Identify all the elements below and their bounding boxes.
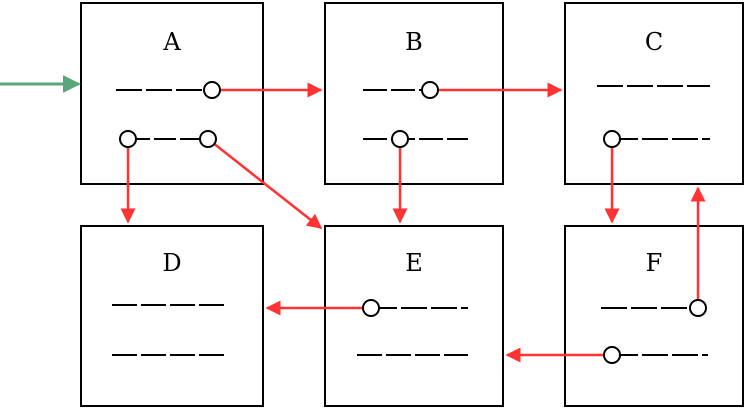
box-b-label: B	[405, 28, 423, 56]
box-e: E	[324, 225, 504, 407]
pointer-knob-a-1	[203, 81, 221, 99]
box-f: F	[564, 225, 744, 407]
box-b: B	[324, 2, 504, 185]
box-d: D	[80, 225, 264, 407]
box-c-label: C	[645, 28, 663, 56]
pointer-knob-e-1	[362, 299, 380, 317]
pointer-knob-a-2	[119, 130, 137, 148]
pointer-knob-b-2	[391, 130, 409, 148]
edge-a-to-e	[207, 138, 323, 229]
box-f-label: F	[646, 249, 663, 277]
box-e-label: E	[405, 249, 423, 277]
pointer-knob-b-1	[421, 81, 439, 99]
pointer-knob-f-1	[689, 299, 707, 317]
box-a-label: A	[162, 28, 181, 56]
box-d-label: D	[162, 249, 181, 277]
pointer-knob-f-2	[603, 346, 621, 364]
pointer-knob-a-3	[199, 130, 217, 148]
box-c: C	[564, 2, 744, 185]
box-a: A	[80, 2, 264, 185]
pointer-knob-c-1	[603, 130, 621, 148]
